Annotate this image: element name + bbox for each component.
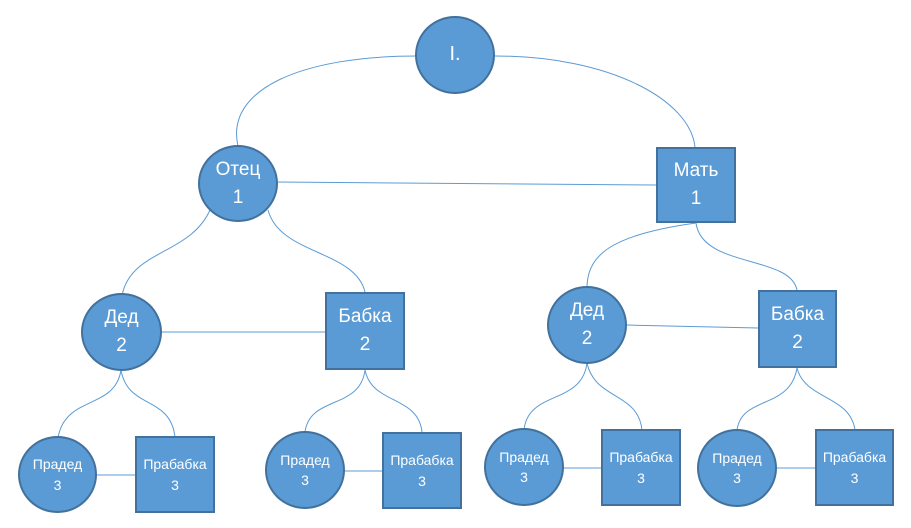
paternal-grandmother-node: Бабка 2 bbox=[325, 292, 405, 370]
maternal-grandmother-label: Бабка bbox=[770, 304, 825, 326]
connector-gm1-child-a bbox=[304, 369, 366, 433]
maternal-grandmother-number: 2 bbox=[792, 332, 803, 353]
mother-label: Мать bbox=[673, 160, 719, 182]
great-grandfather-node: Прадед 3 bbox=[265, 431, 345, 509]
great-grandfather-label: Прадед bbox=[280, 451, 330, 468]
great-grandmother-number: 3 bbox=[637, 469, 645, 486]
connector-mother-grandfather bbox=[586, 222, 697, 294]
mother-number: 1 bbox=[690, 188, 702, 209]
connector-father-grandfather bbox=[121, 209, 211, 297]
root-node: I. bbox=[415, 16, 495, 94]
connector-gf1-child-b bbox=[120, 369, 176, 438]
great-grandmother-number: 3 bbox=[850, 469, 859, 486]
great-grandmother-node: Прабабка 3 bbox=[135, 436, 215, 513]
root-label: I. bbox=[449, 42, 461, 65]
paternal-grandmother-number: 2 bbox=[359, 334, 371, 355]
connector-father-grandmother bbox=[267, 209, 366, 293]
father-number: 1 bbox=[232, 186, 244, 208]
great-grandmother-label: Прабабка bbox=[390, 452, 454, 469]
connector-gf1-child-a bbox=[57, 369, 122, 439]
great-grandmother-number: 3 bbox=[171, 476, 179, 493]
great-grandfather-number: 3 bbox=[520, 469, 528, 485]
great-grandmother-label: Прабабка bbox=[822, 449, 887, 466]
father-label: Отец bbox=[215, 158, 261, 180]
paternal-grandfather-label: Дед bbox=[104, 307, 139, 329]
great-grandmother-node: Прабабка 3 bbox=[601, 429, 681, 506]
paternal-grandfather-number: 2 bbox=[116, 335, 127, 356]
great-grandmother-node: Прабабка 3 bbox=[815, 429, 894, 506]
maternal-grandfather-label: Дед bbox=[569, 300, 605, 322]
connector-gf2-child-a bbox=[523, 362, 588, 431]
connector-gm1-child-b bbox=[364, 369, 423, 433]
connector-gf2-child-b bbox=[586, 362, 643, 431]
mother-node: Мать 1 bbox=[656, 147, 736, 223]
connector-mother-grandmother bbox=[695, 222, 798, 291]
father-node: Отец 1 bbox=[198, 145, 278, 222]
great-grandmother-node: Прабабка 3 bbox=[382, 432, 462, 509]
great-grandfather-number: 3 bbox=[301, 472, 309, 488]
maternal-grandfather-node: Дед 2 bbox=[547, 286, 627, 364]
great-grandfather-node: Прадед 3 bbox=[484, 428, 564, 506]
maternal-grandfather-number: 2 bbox=[581, 328, 593, 349]
great-grandfather-label: Прадед bbox=[32, 456, 83, 473]
connector-root-mother bbox=[494, 55, 696, 148]
connector-gm2-child-b bbox=[796, 367, 856, 431]
great-grandmother-number: 3 bbox=[418, 472, 426, 489]
maternal-grandmother-node: Бабка 2 bbox=[758, 290, 837, 368]
great-grandfather-node: Прадед 3 bbox=[18, 436, 97, 513]
paternal-grandmother-label: Бабка bbox=[338, 306, 392, 328]
paternal-grandfather-node: Дед 2 bbox=[81, 293, 162, 371]
connector-root-father bbox=[236, 55, 418, 147]
great-grandfather-node: Прадед 3 bbox=[697, 429, 777, 507]
great-grandfather-label: Прадед bbox=[499, 448, 549, 465]
great-grandmother-label: Прабабка bbox=[143, 456, 207, 473]
connector-maternal-grandparents bbox=[625, 324, 759, 329]
great-grandmother-label: Прабабка bbox=[609, 449, 673, 466]
great-grandfather-label: Прадед bbox=[712, 449, 762, 466]
great-grandfather-number: 3 bbox=[53, 476, 62, 493]
great-grandfather-number: 3 bbox=[733, 470, 741, 486]
connector-gm2-child-a bbox=[736, 367, 798, 431]
connector-father-mother bbox=[277, 181, 657, 186]
